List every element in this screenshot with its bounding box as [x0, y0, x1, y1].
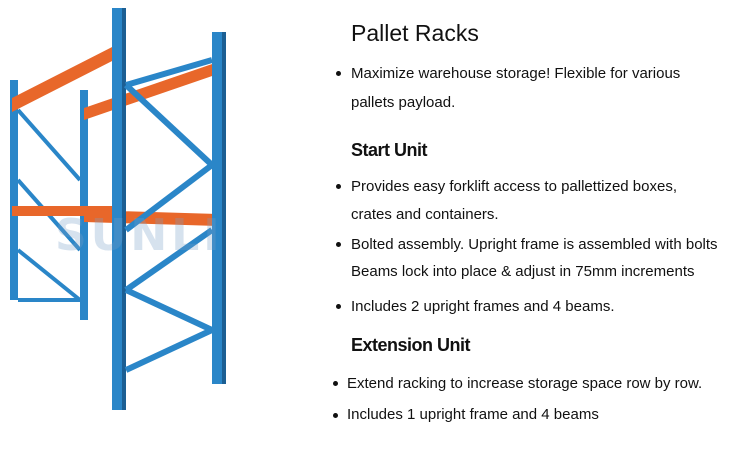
start-bullet-1-line-2: crates and containers. — [351, 206, 499, 223]
start-bullet-2-line-1: Bolted assembly. Upright frame is assemb… — [351, 236, 718, 253]
page-title: Pallet Racks — [351, 20, 479, 46]
start-bullet-3: Includes 2 upright frames and 4 beams. — [351, 298, 615, 315]
intro-line-2: pallets payload. — [351, 94, 456, 111]
bullet — [333, 381, 338, 386]
intro-line-1: Maximize warehouse storage! Flexible for… — [351, 65, 681, 82]
bullet — [336, 304, 341, 309]
rack-front-frame — [112, 8, 226, 410]
start-bullet-1-line-1: Provides easy forklift access to pallett… — [351, 178, 677, 195]
pallet-rack-image — [10, 8, 226, 410]
rack-back-frame — [10, 80, 88, 320]
bullet — [336, 71, 341, 76]
bullet — [333, 413, 338, 418]
start-unit-heading: Start Unit — [351, 140, 428, 160]
extension-bullet-2: Includes 1 upright frame and 4 beams — [347, 406, 599, 423]
watermark-logo: SUNLI — [55, 210, 224, 261]
bullet — [336, 242, 341, 247]
start-bullet-2-line-2: Beams lock into place & adjust in 75mm i… — [351, 263, 695, 280]
extension-bullet-1: Extend racking to increase storage space… — [347, 375, 703, 392]
extension-unit-heading: Extension Unit — [351, 335, 471, 355]
bullet — [336, 184, 341, 189]
